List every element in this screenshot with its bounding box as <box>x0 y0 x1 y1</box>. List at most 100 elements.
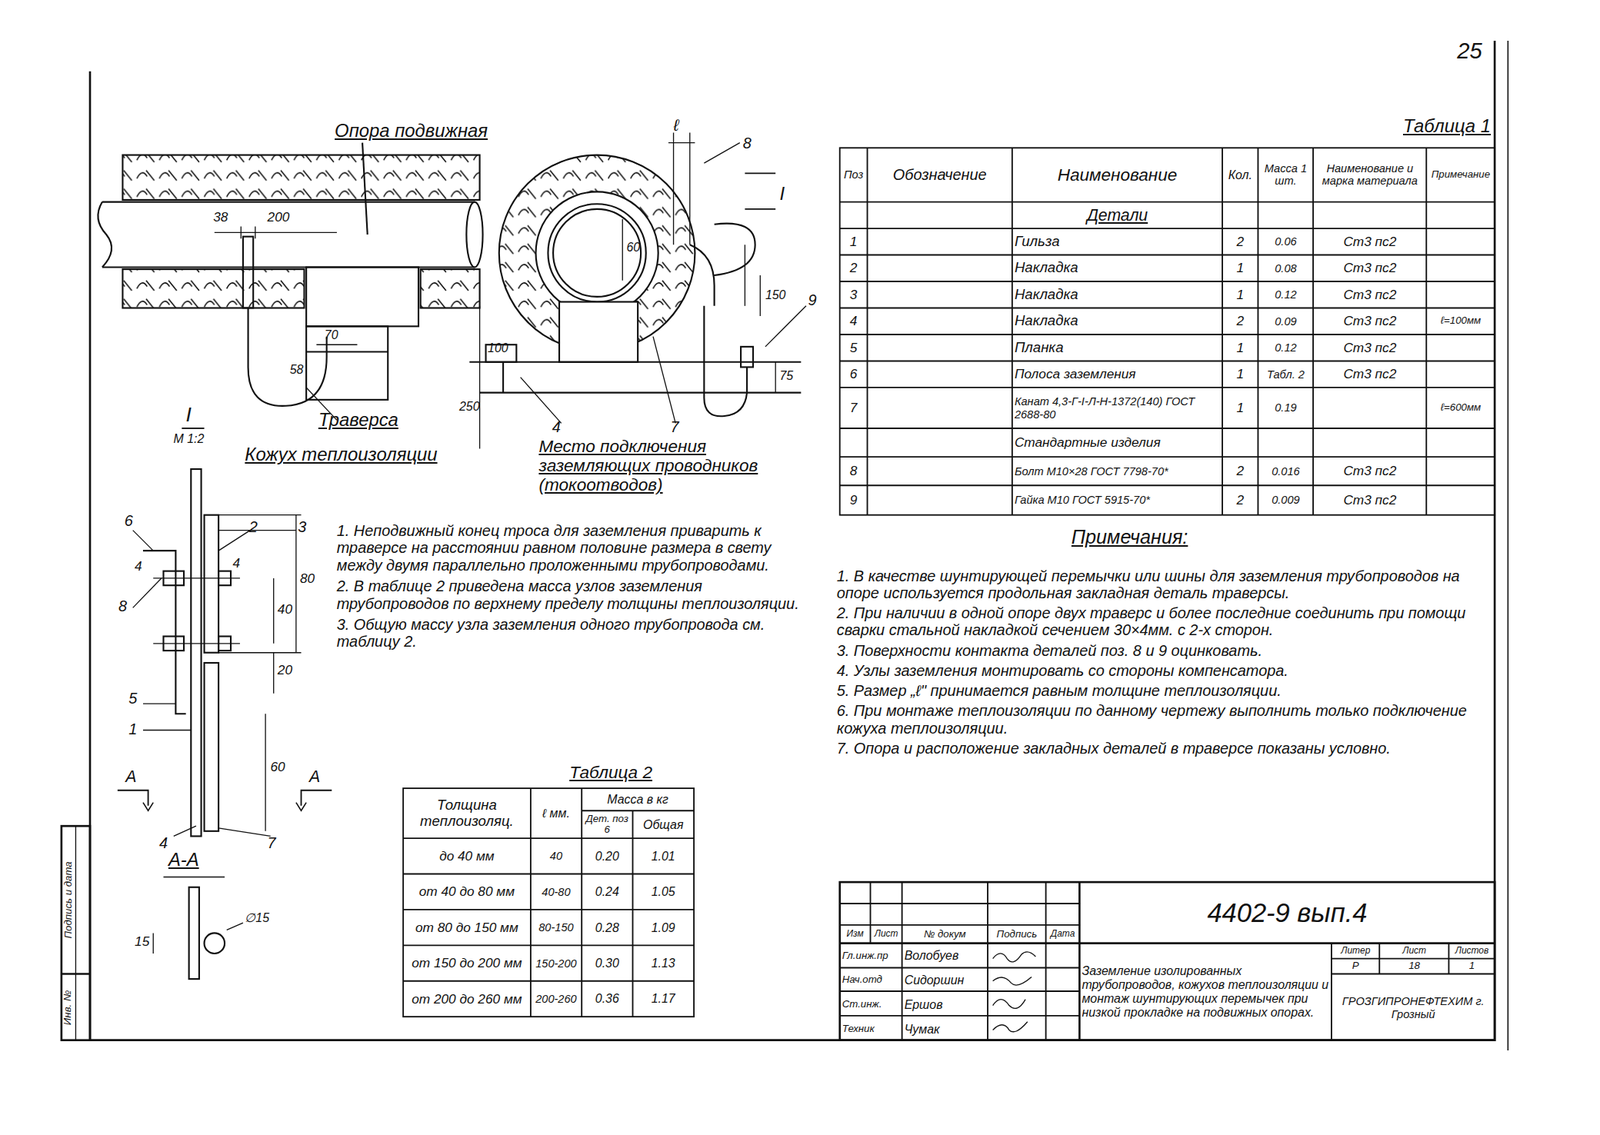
section-a-a-part <box>163 876 225 879</box>
table-grid-part <box>840 333 1495 336</box>
label: 3. Общую массу узла заземления одного тр… <box>336 616 766 650</box>
label: А-А <box>168 849 200 870</box>
pipe-elevation-part <box>181 427 204 430</box>
table-grid-part <box>1221 147 1224 515</box>
pipe-elevation-part <box>254 226 256 239</box>
text-box: 2 <box>1222 228 1258 255</box>
label: А <box>125 767 137 786</box>
table-cell: Накладка <box>1014 286 1079 304</box>
pipe-elevation-part <box>240 226 242 239</box>
text-box: Гл.инж.пр <box>840 943 903 969</box>
text-box: Заземление изолированных трубопроводов, … <box>1079 943 1332 1041</box>
pipe-elevation-part <box>122 155 480 200</box>
label: Подпись и дата <box>62 861 74 939</box>
table-cell: Обозначение <box>893 166 987 184</box>
table-cell: 1.05 <box>651 885 676 900</box>
table-grid-part <box>1312 147 1314 515</box>
pipe-section-view-part <box>760 275 761 317</box>
label: 5 <box>128 690 137 707</box>
table-grid-part <box>403 980 694 983</box>
table-cell: Ст3 пс2 <box>1343 463 1397 479</box>
label: 7 <box>267 834 277 852</box>
pipe-section-view-part <box>480 392 802 394</box>
text-box: Канат 4,3-Г-I-Л-Н-1372(140) ГОСТ 2688-80 <box>1012 387 1223 429</box>
label: Кожух теплоизоляции <box>244 443 437 465</box>
text-box: от 80 до 150 мм <box>403 910 531 946</box>
table-cell: 1.17 <box>651 992 676 1007</box>
table-cell: 18 <box>1408 960 1420 973</box>
text-box: 2 <box>1222 485 1258 515</box>
title-block-part <box>901 882 904 1041</box>
table-cell: 1 <box>1236 340 1245 356</box>
text-box: 18 <box>1379 959 1449 975</box>
table-cell: 0.12 <box>1274 288 1297 301</box>
table-grid-part <box>403 909 694 911</box>
table-grid-part <box>403 873 694 876</box>
text-box: А <box>125 767 137 787</box>
text-box: 20 <box>277 663 293 678</box>
section-a-a <box>117 469 332 980</box>
text-box: 25 <box>1456 38 1482 64</box>
table-cell: Сидоршин <box>904 973 965 988</box>
sheet-frame-part <box>75 826 77 1040</box>
pipe-section-view-part <box>547 203 646 302</box>
text-box: ℓ=100мм <box>1426 308 1495 335</box>
text-box: 5. Размер „ℓ" принимается равным толщине… <box>836 682 1490 700</box>
text-box: 40 <box>530 838 582 874</box>
table-cell: Болт М10×28 ГОСТ 7798-70* <box>1014 465 1169 478</box>
label: 5. Размер „ℓ" принимается равным толщине… <box>836 682 1282 700</box>
text-box: 1.17 <box>632 981 694 1017</box>
text-box: 70 <box>324 328 339 343</box>
table-cell: Гайка М10 ГОСТ 5915-70* <box>1014 493 1150 507</box>
pipe-elevation-part <box>362 143 368 235</box>
table-cell: 0.20 <box>595 850 620 864</box>
label: 4 <box>232 555 240 571</box>
table-cell: ℓ=100мм <box>1440 315 1481 327</box>
title-block <box>840 882 1495 1041</box>
text-box: 1 <box>1449 959 1496 975</box>
title-block-part <box>840 990 1080 993</box>
section-a-a-part <box>117 790 332 807</box>
table-cell: Лист <box>1402 946 1427 957</box>
label: 4 <box>552 418 561 436</box>
label: 100 <box>487 341 509 355</box>
text-box: Место подключения заземляющих проводнико… <box>538 436 799 496</box>
label: 6 <box>124 512 134 530</box>
title-block-part <box>840 1015 1080 1017</box>
text-box: 150 <box>765 288 787 303</box>
text-box: Планка <box>1012 334 1223 361</box>
text-box: 2. В таблице 2 приведена масса узлов заз… <box>336 577 817 613</box>
text-box: 4 <box>232 556 240 571</box>
pipe-elevation-part <box>306 350 388 353</box>
title-block-part <box>840 924 1080 927</box>
text-box: 8 <box>743 134 752 152</box>
table-cell: Ершов <box>904 998 944 1013</box>
table-grid-part <box>840 201 1495 204</box>
section-a-a-part <box>153 933 154 954</box>
pipe-section-view-part <box>668 142 695 144</box>
text-box: 0.09 <box>1258 308 1314 335</box>
table-cell: Ст3 пс2 <box>1343 366 1397 382</box>
table-cell: 150-200 <box>535 957 577 970</box>
section-a-a-part <box>273 653 274 694</box>
table-cell: 1.01 <box>651 850 676 864</box>
table-cell: Гл.инж.пр <box>842 950 889 963</box>
pipe-section-view-part <box>744 208 776 210</box>
text-box: № докум <box>902 925 988 944</box>
text-box: Нач.отд <box>840 968 903 994</box>
text-box: 3 <box>297 518 307 536</box>
table-cell: Изм <box>846 929 864 940</box>
label: 3 <box>297 518 307 536</box>
text-box: Обозначение <box>867 147 1013 202</box>
text-box: Табл. 2 <box>1258 361 1314 388</box>
text-box: 4. Узлы заземления монтировать со сторон… <box>836 662 1490 680</box>
text-box: 0.08 <box>1258 255 1314 282</box>
text-box: ℓ <box>673 116 680 135</box>
label: 2. При наличии в одной опоре двух травер… <box>836 604 1467 639</box>
table-cell: 1.13 <box>651 956 676 971</box>
table-cell: Табл. 2 <box>1266 368 1305 381</box>
table-grid-part <box>1425 147 1427 515</box>
text-box: Инв. № <box>61 974 77 1041</box>
text-box: Волобуев <box>902 943 988 969</box>
table-cell: Общая <box>643 818 684 833</box>
